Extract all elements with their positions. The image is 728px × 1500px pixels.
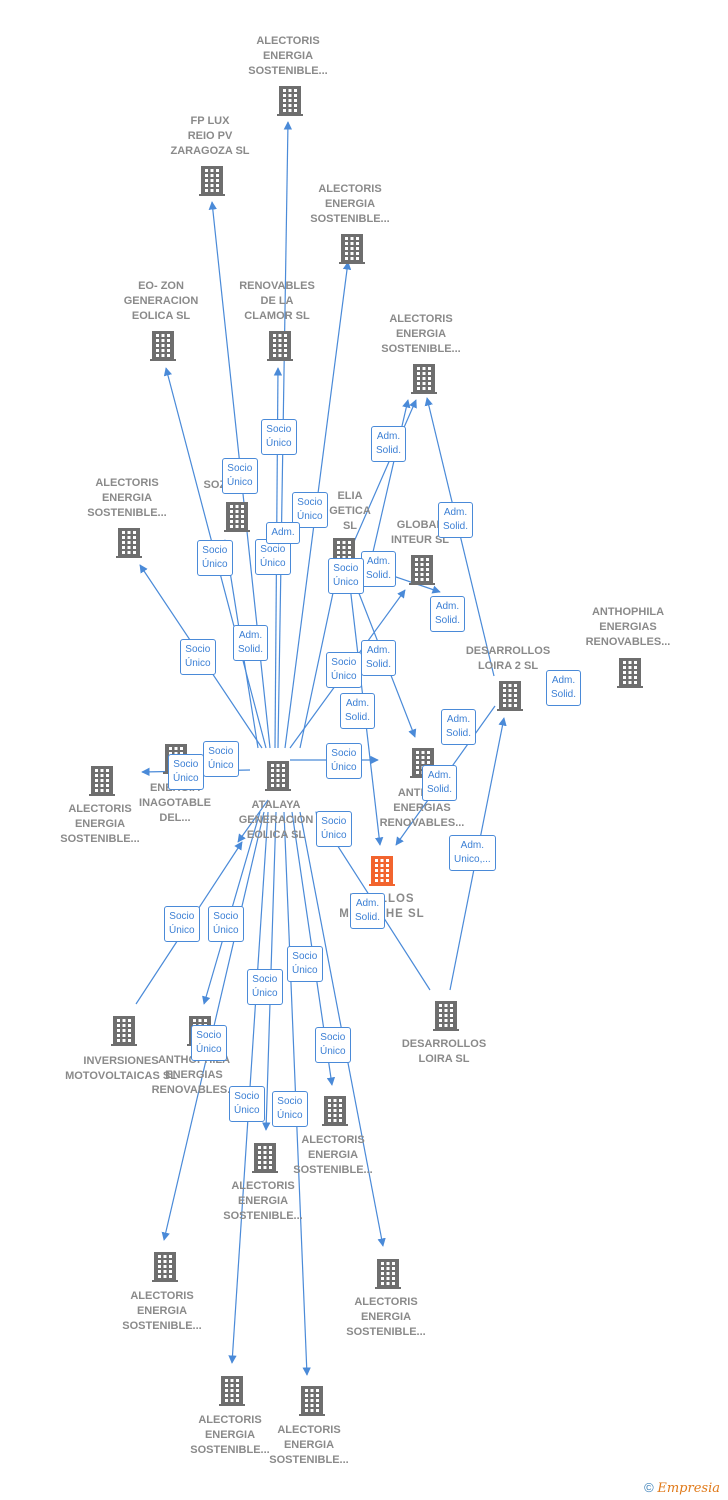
footer-brand: © Empresia [644,1480,720,1496]
building-icon[interactable] [111,1016,137,1046]
building-icon[interactable] [89,766,115,796]
company-label[interactable]: ALECTORIS ENERGIA SOSTENIBLE... [346,1296,426,1338]
relation-badge: Adm. Solid. [441,709,477,745]
company-label[interactable]: ALECTORIS ENERGIA SOSTENIBLE... [87,477,167,519]
building-icon[interactable] [497,681,523,711]
building-icon[interactable] [219,1376,245,1406]
company-label[interactable]: ANTHOPHILA ENERGIAS RENOVABLES... [585,606,671,648]
relation-badge: Socio Único [328,558,364,594]
relation-badge: Adm. Solid. [430,596,466,632]
company-label[interactable]: ALECTORIS ENERGIA SOSTENIBLE... [60,803,140,845]
relation-badge: Socio Único [208,906,244,942]
company-label[interactable]: ALECTORIS ENERGIA SOSTENIBLE... [122,1290,202,1332]
building-icon[interactable] [277,86,303,116]
relation-badge: Socio Único [272,1091,308,1127]
relation-badge: Socio Único [326,743,362,779]
relation-badge: Adm. Solid. [438,502,474,538]
building-icon[interactable] [116,528,142,558]
relation-badge: Socio Único [164,906,200,942]
relation-badge: Socio Único [191,1025,227,1061]
relation-badge: Socio Único [197,540,233,576]
relation-badge: Adm. [266,522,300,544]
relation-badge: Socio Único [292,492,328,528]
company-label[interactable]: ALECTORIS ENERGIA SOSTENIBLE... [223,1180,303,1222]
relation-badge: Socio Único [247,969,283,1005]
relation-badge: Adm. Unico,... [449,835,496,871]
relation-badge: Adm. Solid. [361,551,397,587]
building-icon[interactable] [409,555,435,585]
building-icon[interactable] [339,234,365,264]
relation-badge: Adm. Solid. [371,426,407,462]
building-icon[interactable] [224,502,250,532]
building-icon[interactable] [267,331,293,361]
relation-badge: Adm. Solid. [350,893,386,929]
company-label[interactable]: ALECTORIS ENERGIA SOSTENIBLE... [269,1424,349,1466]
company-label[interactable]: ALECTORIS ENERGIA SOSTENIBLE... [310,183,390,225]
relation-badge: Socio Único [261,419,297,455]
building-icon[interactable] [369,856,395,886]
relation-badge: Socio Único [315,1027,351,1063]
company-label[interactable]: ELIA GETICA SL [329,490,371,532]
building-icon[interactable] [322,1096,348,1126]
relation-badge: Socio Único [229,1086,265,1122]
company-label[interactable]: RENOVABLES DE LA CLAMOR SL [239,280,315,322]
relation-badge: Adm. Solid. [361,640,397,676]
relation-badge: Socio Único [168,754,204,790]
relation-badge: Adm. Solid. [422,765,458,801]
company-label[interactable]: ALECTORIS ENERGIA SOSTENIBLE... [248,35,328,77]
building-icon[interactable] [252,1143,278,1173]
building-icon[interactable] [199,166,225,196]
company-label[interactable]: FP LUX REIO PV ZARAGOZA SL [170,115,250,157]
relation-badge: Socio Único [287,946,323,982]
relation-badge: Socio Único [203,741,239,777]
building-icon[interactable] [433,1001,459,1031]
company-label[interactable]: EO- ZON GENERACION EOLICA SL [123,280,199,322]
building-icon[interactable] [150,331,176,361]
copyright-icon: © [644,1480,654,1495]
relation-badge: Socio Único [326,652,362,688]
building-icon[interactable] [617,658,643,688]
building-icon[interactable] [265,761,291,791]
building-icon[interactable] [411,364,437,394]
company-label[interactable]: INVERSIONES MOTOVOLTAICAS SL [65,1055,177,1082]
relation-badge: Socio Único [316,811,352,847]
company-label[interactable]: DESARROLLOS LOIRA 2 SL [465,645,551,672]
relation-badge: Socio Único [222,458,258,494]
building-icon[interactable] [152,1252,178,1282]
relation-edge [237,799,269,843]
relation-badge: Adm. Solid. [233,625,269,661]
company-label[interactable]: ALECTORIS ENERGIA SOSTENIBLE... [190,1414,270,1456]
brand-logo[interactable]: Empresia [657,1481,720,1496]
company-label[interactable]: ALECTORIS ENERGIA SOSTENIBLE... [381,313,461,355]
building-icon[interactable] [375,1259,401,1289]
building-icon[interactable] [299,1386,325,1416]
company-label[interactable]: ALECTORIS ENERGIA SOSTENIBLE... [293,1134,373,1176]
relation-badge: Socio Único [255,539,291,575]
relation-badge: Socio Único [180,639,216,675]
relation-badge: Adm. Solid. [340,693,376,729]
company-label[interactable]: ATALAYA GENERACION EOLICA SL [238,799,314,841]
relation-badge: Adm. Solid. [546,670,582,706]
company-label[interactable]: DESARROLLOS LOIRA SL [401,1038,487,1065]
